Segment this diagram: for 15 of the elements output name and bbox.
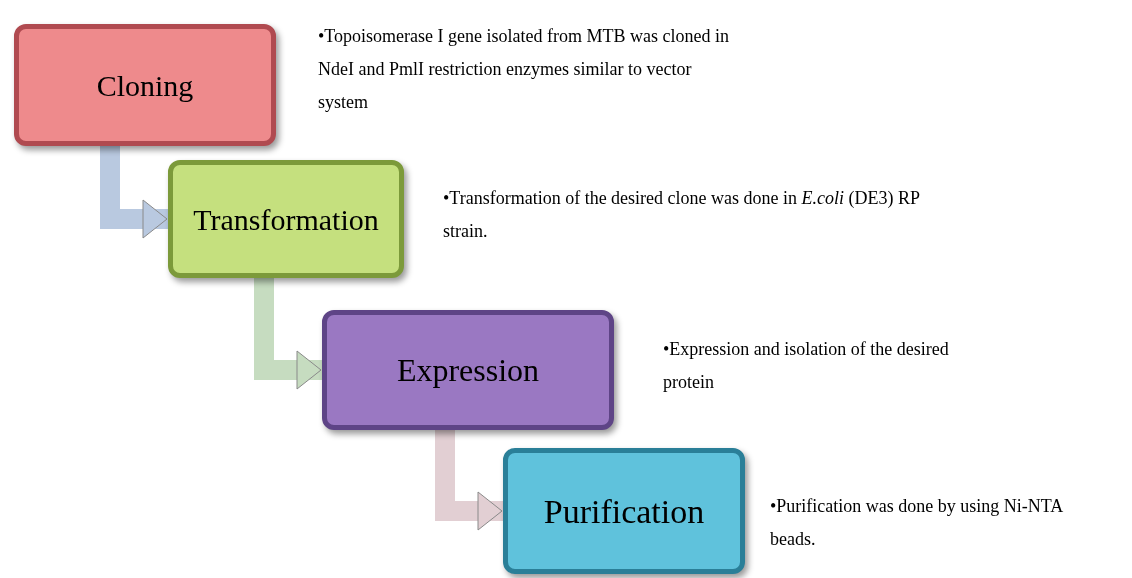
process-box <box>322 310 614 430</box>
l-shaped-arrow <box>435 430 503 531</box>
step-description: •Expression and isolation of the desired protein <box>663 338 950 394</box>
process-box <box>168 160 404 278</box>
step-description: •Purification was done by using Ni-NTA beads. <box>770 495 1064 551</box>
step-title: Purification <box>543 491 705 532</box>
process-box <box>503 448 745 574</box>
l-shaped-arrow <box>100 146 168 239</box>
step-title: Cloning <box>96 67 194 104</box>
step-title: Transformation <box>193 201 379 238</box>
process-box <box>14 24 276 146</box>
step-description: •Topoisomerase I gene isolated from MTB was cloned in NdeI and PmlI restriction enzymes similar to vector system <box>318 25 730 114</box>
step-title: Expression <box>396 351 540 390</box>
l-shaped-arrow <box>254 278 322 390</box>
step-description: •Transformation of the desired clone was done in E.coli (DE3) RP strain. <box>443 187 921 243</box>
